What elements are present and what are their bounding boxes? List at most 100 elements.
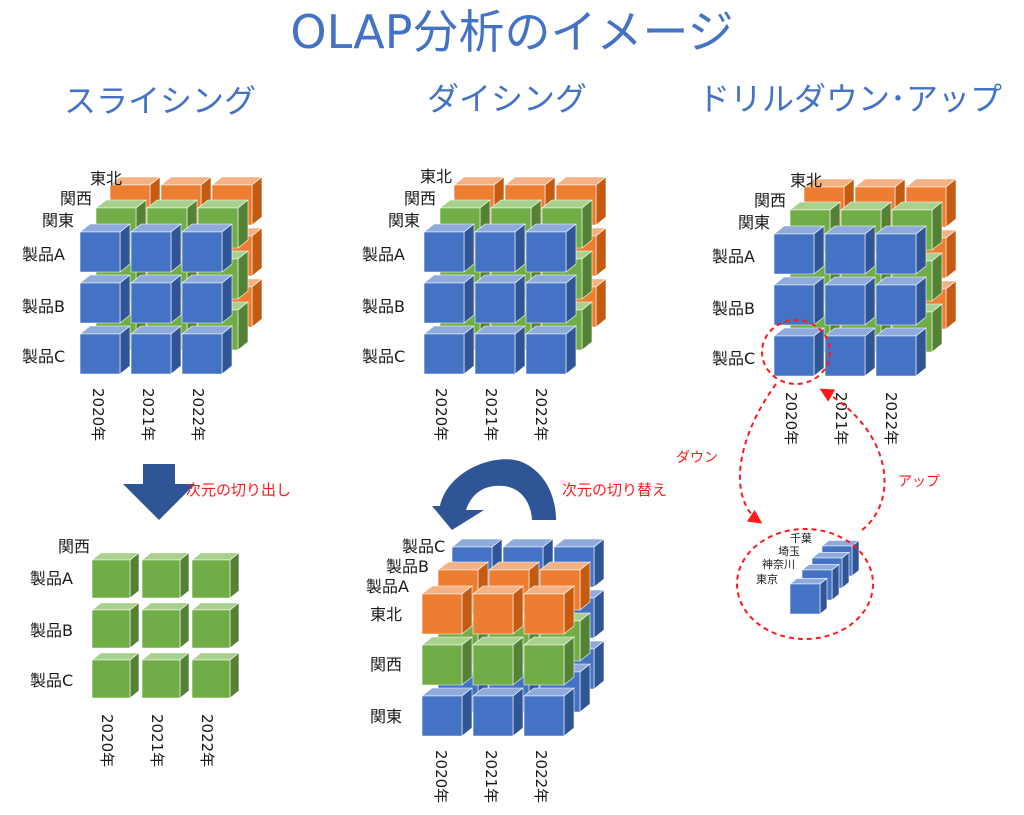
- drill-product-b: 製品B: [712, 299, 755, 318]
- dicing-year-2022: 2022年: [532, 388, 550, 441]
- slicing-blue-cube: [130, 325, 182, 375]
- dicing-result-blue-cube: [472, 687, 524, 737]
- slicing-result-green-cube: [91, 552, 140, 599]
- slicing-result-product-c: 製品C: [30, 671, 73, 690]
- slicing-blue-cube: [181, 325, 233, 375]
- dicing-product-a: 製品A: [362, 245, 405, 264]
- slicing-result-green-cube: [141, 602, 190, 649]
- dicing-year-2020: 2020年: [432, 388, 450, 441]
- slicing-result-green-cube: [91, 602, 140, 649]
- drill-region-3: 関東: [738, 213, 770, 232]
- slicing-blue-cube: [130, 274, 182, 324]
- drill-blue-cube: [875, 327, 927, 377]
- slicing-result-year-2021: 2021年: [148, 714, 166, 767]
- slicing-region-1: 東北: [90, 169, 122, 188]
- cube-slicing-result: [91, 552, 240, 699]
- dicing-result-region-3: 関東: [370, 707, 402, 726]
- slicing-year-2022: 2022年: [189, 388, 207, 441]
- drill-region-1: 東北: [790, 171, 822, 190]
- dicing-result-product-c: 製品C: [402, 537, 445, 556]
- slicing-result-year-2022: 2022年: [198, 714, 216, 767]
- drill-blue-cube: [824, 327, 876, 377]
- dicing-result-region-2: 関西: [370, 655, 402, 674]
- slicing-result-year-2020: 2020年: [98, 714, 116, 767]
- drill-down-label: ダウン: [676, 450, 718, 466]
- dicing-product-c: 製品C: [362, 347, 405, 366]
- slicing-blue-cube: [79, 274, 131, 324]
- drill-highlight-circle: [761, 319, 831, 385]
- detail-label-tokyo: 東京: [756, 572, 778, 586]
- slicing-result-green-cube: [91, 652, 140, 699]
- dicing-region-1: 東北: [420, 167, 452, 186]
- slicing-year-2021: 2021年: [139, 388, 157, 441]
- drill-up-label: アップ: [898, 474, 940, 490]
- slicing-result-green-cube: [191, 652, 240, 699]
- slicing-region-3: 関東: [42, 211, 74, 230]
- dicing-blue-cube: [525, 325, 577, 375]
- drill-blue-cube: [824, 276, 876, 326]
- detail-label-kanagawa: 神奈川: [762, 557, 795, 571]
- slicing-region-2: 関西: [60, 189, 92, 208]
- drill-product-a: 製品A: [712, 247, 755, 266]
- slicing-year-2020: 2020年: [89, 388, 107, 441]
- dicing-blue-cube: [474, 325, 526, 375]
- drill-up-arrow: [819, 388, 886, 531]
- slicing-blue-cube: [130, 223, 182, 273]
- dicing-region-3: 関東: [388, 211, 420, 230]
- dicing-arrow-label: 次元の切り替え: [562, 481, 667, 499]
- drill-detail-circle: [736, 528, 874, 640]
- dicing-result-orange-cube: [472, 585, 524, 635]
- dicing-region-2: 関西: [404, 189, 436, 208]
- cube-dicing-result: [421, 538, 605, 737]
- drill-region-2: 関西: [754, 191, 786, 210]
- drill-blue-cube: [875, 225, 927, 275]
- slicing-product-a: 製品A: [22, 245, 65, 264]
- heading-slicing: スライシング: [64, 82, 256, 120]
- slicing-result-product-b: 製品B: [30, 621, 73, 640]
- dicing-result-region-1: 東北: [370, 605, 402, 624]
- slicing-result-green-cube: [141, 652, 190, 699]
- drill-blue-cube: [824, 225, 876, 275]
- dicing-result-blue-cube: [523, 687, 575, 737]
- slicing-result-product-a: 製品A: [30, 569, 73, 588]
- detail-label-chiba: 千葉: [790, 531, 812, 545]
- drill-year-2020: 2020年: [782, 392, 800, 445]
- drill-down-arrow: [739, 383, 777, 524]
- cube-drill: [773, 178, 957, 377]
- drill-year-2021: 2021年: [832, 392, 850, 445]
- drill-blue-cube: [773, 225, 825, 275]
- page-title: OLAP分析のイメージ: [290, 5, 733, 59]
- drill-blue-cube: [875, 276, 927, 326]
- dicing-result-orange-cube: [523, 585, 575, 635]
- dicing-result-year-2022: 2022年: [532, 750, 550, 803]
- dicing-result-green-cube: [421, 636, 473, 686]
- dicing-blue-cube: [423, 325, 475, 375]
- slicing-result-green-cube: [191, 602, 240, 649]
- drill-blue-cube: [773, 276, 825, 326]
- cube-slicing: [79, 176, 263, 375]
- dicing-result-year-2021: 2021年: [482, 750, 500, 803]
- heading-drill: ドリルダウン･アップ: [698, 80, 1002, 118]
- dicing-blue-cube: [423, 223, 475, 273]
- dicing-blue-cube: [525, 274, 577, 324]
- slicing-arrow-label: 次元の切り出し: [186, 481, 291, 499]
- slicing-blue-cube: [79, 325, 131, 375]
- dicing-result-orange-cube: [421, 585, 473, 635]
- drill-blue-cube: [773, 327, 825, 377]
- slicing-result-green-cube: [191, 552, 240, 599]
- dicing-result-green-cube: [523, 636, 575, 686]
- dicing-result-year-2020: 2020年: [432, 750, 450, 803]
- slicing-blue-cube: [79, 223, 131, 273]
- detail-blue-cube: [789, 577, 828, 615]
- dicing-rotate-arrow: [432, 459, 556, 530]
- detail-label-saitama: 埼玉: [778, 544, 800, 558]
- dicing-blue-cube: [423, 274, 475, 324]
- slicing-product-c: 製品C: [22, 347, 65, 366]
- dicing-result-product-b: 製品B: [386, 557, 429, 576]
- dicing-blue-cube: [525, 223, 577, 273]
- slicing-result-region: 関西: [58, 537, 90, 556]
- slicing-blue-cube: [181, 274, 233, 324]
- dicing-year-2021: 2021年: [482, 388, 500, 441]
- slicing-product-b: 製品B: [22, 297, 65, 316]
